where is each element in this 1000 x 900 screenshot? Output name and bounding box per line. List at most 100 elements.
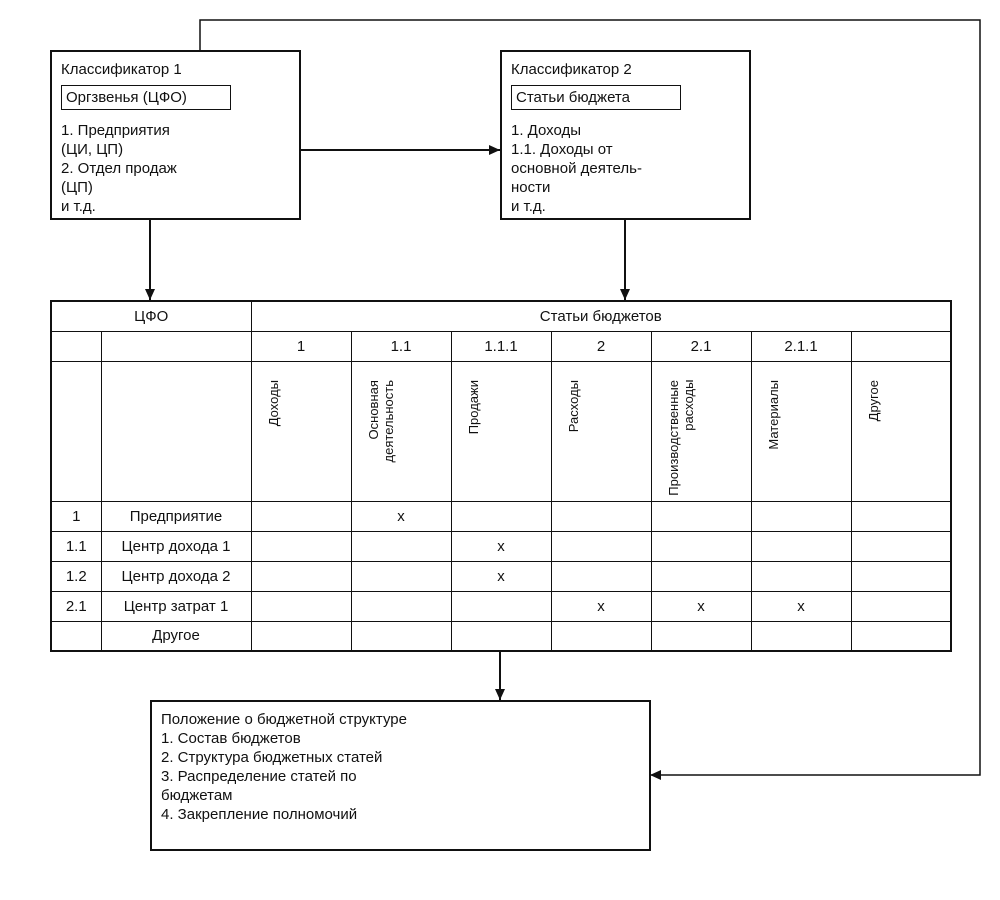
classifier1-line: 1. Предприятия [61,122,170,139]
mark-cell [350,530,452,562]
classifier1-label: Оргзвенья (ЦФО) [61,85,231,110]
budget-structure-regulation-box: Положение о бюджетной структуре 1. Соста… [150,700,651,851]
mark-cell: x [450,560,552,592]
article-name-line: Расходы [565,379,581,432]
article-name: Другое [866,380,881,421]
article-name-cell: Продажи [450,360,552,502]
regulation-line: бюджетам [161,787,233,804]
empty-cell [100,360,252,502]
mark-cell: x [550,590,652,622]
mark-cell [650,620,752,652]
article-code: 2.1.1 [750,330,852,362]
mark-cell [850,590,952,622]
mark-cell [550,620,652,652]
mark-cell [250,560,352,592]
mark-cell [850,560,952,592]
table-row: Другое [50,620,952,652]
row-name: Центр затрат 1 [100,590,252,622]
classifier2-box: Классификатор 2 Статьи бюджета 1. Доходы… [500,50,751,220]
classifier2-line: и т.д. [511,198,546,215]
classifier1-line: 2. Отдел продаж [61,160,177,177]
mark-cell [650,530,752,562]
empty-cell [100,330,252,362]
mark-cell [850,620,952,652]
mark-cell [250,530,352,562]
cfo-header: ЦФО [50,300,252,332]
mark-cell [350,620,452,652]
mark-cell [850,500,952,532]
article-name: Расходы [566,380,581,432]
mark-cell [450,590,552,622]
regulation-line: 2. Структура бюджетных статей [161,749,383,766]
row-code: 1.1 [50,530,102,562]
classifier2-label: Статьи бюджета [511,85,681,110]
matrix-header-row: ЦФО Статьи бюджетов [50,300,952,332]
arrow-feedback-loop [199,19,981,780]
classifier2-line: 1. Доходы [511,122,582,139]
article-code: 1 [250,330,352,362]
article-codes-row: 1 1.1 1.1.1 2 2.1 2.1.1 [50,330,952,362]
article-name: Продажи [466,380,481,434]
row-code: 1 [50,500,102,532]
table-row: 1.2 Центр дохода 2 x [50,560,952,592]
article-code: 2 [550,330,652,362]
row-name: Другое [100,620,252,652]
classifier1-line: и т.д. [61,198,96,215]
row-name: Предприятие [100,500,252,532]
article-name-cell: Другое [850,360,952,502]
regulation-lines: Положение о бюджетной структуре 1. Соста… [161,710,407,824]
mark-cell: x [650,590,752,622]
mark-cell [750,500,852,532]
mark-cell [250,620,352,652]
mark-cell [650,560,752,592]
article-code: 1.1 [350,330,452,362]
regulation-line: 4. Закрепление полномочий [161,806,358,823]
mark-cell [350,590,452,622]
row-name: Центр дохода 1 [100,530,252,562]
article-code [850,330,952,362]
article-code: 1.1.1 [450,330,552,362]
article-code: 2.1 [650,330,752,362]
mark-cell [750,620,852,652]
classifier2-lines: 1. Доходы 1.1. Доходы от основной деятел… [511,121,642,216]
mark-cell [450,620,552,652]
classifier1-line: (ЦП) [61,179,93,196]
classifier1-box: Классификатор 1 Оргзвенья (ЦФО) 1. Предп… [50,50,301,220]
table-row: 2.1 Центр затрат 1 x x x [50,590,952,622]
article-name: Доходы [266,380,281,426]
mark-cell: x [350,500,452,532]
regulation-title: Положение о бюджетной структуре [161,711,407,728]
article-name: Материалы [766,380,781,450]
regulation-line: 1. Состав бюджетов [161,730,301,747]
row-code: 2.1 [50,590,102,622]
article-name-cell: Доходы [250,360,352,502]
mark-cell [550,560,652,592]
articles-header: Статьи бюджетов [250,300,952,332]
cfo-articles-matrix: ЦФО Статьи бюджетов 1 1.1 1.1.1 2 2.1 2.… [50,300,952,652]
mark-cell: x [750,590,852,622]
classifier2-title: Классификатор 2 [511,61,632,78]
mark-cell [850,530,952,562]
row-code [50,620,102,652]
classifier2-line: ности [511,179,551,196]
article-name-cell: Материалы [750,360,852,502]
article-name-line: Основная [365,379,381,439]
mark-cell [550,530,652,562]
classifier1-lines: 1. Предприятия (ЦИ, ЦП) 2. Отдел продаж … [61,121,177,216]
mark-cell: x [450,530,552,562]
article-name-line: Доходы [265,379,281,426]
article-name-line: деятельность [380,379,396,462]
row-code: 1.2 [50,560,102,592]
mark-cell [350,560,452,592]
regulation-line: 3. Распределение статей по [161,768,357,785]
article-name-line: Производственные [665,379,681,496]
mark-cell [750,530,852,562]
mark-cell [550,500,652,532]
table-row: 1.1 Центр дохода 1 x [50,530,952,562]
